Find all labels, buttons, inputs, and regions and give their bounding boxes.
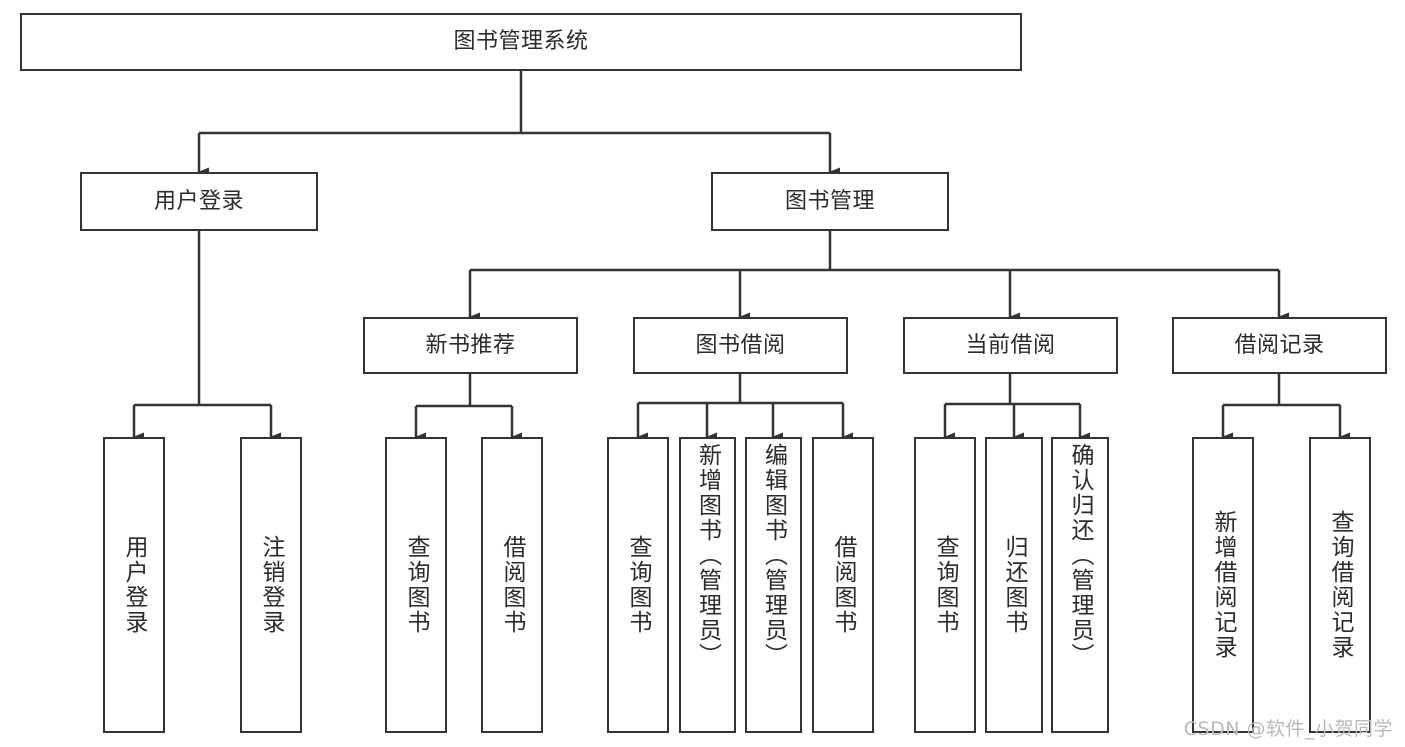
node-label: 图书管理系统 [453,29,589,55]
node-label: 归还图书 [1001,535,1028,635]
node-current-borrow[interactable]: 当前借阅 [903,317,1118,374]
node-root-system[interactable]: 图书管理系统 [20,13,1022,71]
leaf-user-login[interactable]: 用户登录 [103,437,165,733]
watermark: CSDN @软件_小贺同学 [1183,718,1393,740]
node-label: 新增图书（管理员） [694,443,721,668]
node-borrow-record[interactable]: 借阅记录 [1172,317,1387,374]
leaf-borrow-book[interactable]: 借阅图书 [812,437,874,733]
leaf-query-book-new[interactable]: 查询图书 [385,437,447,733]
leaf-query-book-borrow[interactable]: 查询图书 [607,437,669,733]
node-label: 用户登录 [153,188,244,214]
node-label: 新增借阅记录 [1210,510,1237,660]
node-label: 借阅图书 [830,535,857,635]
node-label: 图书借阅 [695,332,786,358]
node-label: 图书管理 [784,188,875,214]
leaf-return-book[interactable]: 归还图书 [985,437,1043,733]
node-user-login[interactable]: 用户登录 [80,172,318,231]
leaf-user-logout[interactable]: 注销登录 [240,437,302,733]
leaf-confirm-return-admin[interactable]: 确认归还（管理员） [1051,437,1109,733]
leaf-query-book-current[interactable]: 查询图书 [914,437,976,733]
node-label: 借阅记录 [1234,332,1325,358]
node-new-book-recommend[interactable]: 新书推荐 [363,317,578,374]
leaf-add-borrow-record[interactable]: 新增借阅记录 [1192,437,1254,733]
node-label: 查询图书 [403,535,430,635]
node-label: 用户登录 [121,535,148,635]
node-book-borrow[interactable]: 图书借阅 [633,317,848,374]
leaf-query-borrow-record[interactable]: 查询借阅记录 [1309,437,1371,733]
node-label: 注销登录 [258,535,285,635]
node-label: 编辑图书（管理员） [760,443,787,668]
node-book-management[interactable]: 图书管理 [711,172,949,231]
node-label: 查询借阅记录 [1327,510,1354,660]
leaf-borrow-book-new[interactable]: 借阅图书 [481,437,543,733]
node-label: 确认归还（管理员） [1067,443,1094,668]
node-label: 新书推荐 [425,332,516,358]
leaf-edit-book-admin[interactable]: 编辑图书（管理员） [745,437,802,733]
node-label: 当前借阅 [965,332,1056,358]
node-label: 查询图书 [932,535,959,635]
node-label: 查询图书 [625,535,652,635]
node-label: 借阅图书 [499,535,526,635]
leaf-add-book-admin[interactable]: 新增图书（管理员） [679,437,736,733]
